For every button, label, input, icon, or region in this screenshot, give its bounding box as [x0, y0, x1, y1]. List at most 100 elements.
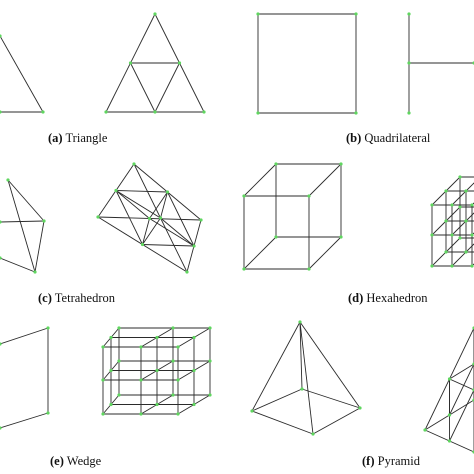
quadrilateral-linear [256, 12, 358, 115]
mesh-node [274, 235, 278, 239]
mesh-edge [0, 257, 36, 273]
mesh-node [450, 233, 454, 237]
mesh-edge [110, 360, 120, 371]
mesh-node [109, 402, 113, 407]
mesh-edge [167, 191, 195, 247]
mesh-edge [177, 337, 195, 348]
mesh-edge [449, 363, 474, 416]
mesh-node [447, 439, 452, 443]
mesh-node [447, 413, 452, 417]
mesh-node [430, 264, 434, 268]
tetrahedron-refined [96, 162, 203, 274]
mesh-edge [7, 179, 36, 273]
mesh-edge [451, 190, 467, 206]
mesh-node [171, 326, 175, 330]
mesh-edge [115, 190, 168, 193]
mesh-node [450, 203, 454, 207]
mesh-edge [251, 410, 314, 435]
mesh-node [423, 428, 427, 432]
mesh-node [176, 378, 180, 382]
mesh-node [101, 345, 105, 349]
mesh-node [153, 110, 157, 114]
mesh-node [464, 189, 468, 193]
mesh-node [114, 188, 118, 193]
caption-name: Hexahedron [366, 291, 428, 305]
mesh-node [132, 162, 136, 166]
mesh-node [0, 256, 2, 260]
mesh-node [155, 402, 159, 407]
mesh-edge [445, 237, 461, 253]
mesh-node [0, 220, 2, 224]
mesh-edge [160, 217, 195, 247]
mesh-node [96, 215, 100, 219]
mesh-node [256, 12, 260, 16]
mesh-node [42, 219, 46, 223]
mesh-node [458, 205, 462, 209]
mesh-node [242, 194, 246, 198]
mesh-node [407, 111, 411, 115]
mesh-node [208, 359, 212, 363]
mesh-node [155, 335, 159, 340]
mesh-edge [299, 321, 314, 435]
mesh-node [171, 393, 175, 397]
mesh-node [274, 162, 278, 166]
mesh-edge [177, 370, 195, 381]
mesh-edge [0, 220, 45, 223]
mesh-edge [308, 163, 342, 197]
mesh-node [202, 110, 206, 114]
mesh-edge [102, 370, 112, 381]
mesh-node [177, 61, 182, 65]
mesh-edge [102, 404, 112, 415]
mesh-node [33, 270, 37, 274]
mesh-node [447, 377, 452, 381]
mesh-node [117, 326, 121, 330]
caption-letter: (f) [362, 454, 375, 468]
caption-letter: (b) [346, 131, 362, 145]
mesh-node [117, 359, 121, 363]
mesh-node [470, 233, 474, 237]
mesh-edge [110, 394, 120, 405]
mesh-node [298, 320, 302, 324]
mesh-edge [251, 388, 303, 412]
mesh-node [444, 189, 448, 193]
caption-wedge: (e) Wedge [50, 455, 101, 468]
mesh-node [358, 406, 362, 410]
mesh-edge [0, 412, 49, 429]
mesh-node [339, 162, 343, 166]
mesh-node [458, 236, 462, 240]
hexahedron-refined [430, 175, 474, 268]
mesh-edge [156, 360, 174, 371]
mesh-node [208, 393, 212, 397]
mesh-edge [451, 251, 467, 267]
mesh-node [171, 359, 175, 363]
mesh-node [256, 111, 260, 115]
mesh-edge [451, 220, 467, 236]
hexahedron-linear [242, 162, 343, 271]
pyramid-linear [250, 320, 362, 436]
caption-letter: (e) [50, 454, 64, 468]
mesh-node [41, 110, 45, 114]
mesh-edge [301, 388, 361, 409]
mesh-edge [110, 327, 120, 338]
mesh-node [176, 345, 180, 349]
mesh-node [430, 203, 434, 207]
mesh-edge [115, 190, 143, 245]
mesh-edge [445, 206, 461, 222]
mesh-node [155, 368, 159, 373]
mesh-node [464, 250, 468, 254]
mesh-edge [243, 163, 277, 197]
mesh-node [176, 412, 180, 416]
mesh-node [470, 203, 474, 207]
mesh-node [0, 110, 2, 114]
mesh-node [311, 432, 315, 436]
mesh-edge [431, 220, 447, 236]
wedge-refined [101, 326, 212, 416]
mesh-node [192, 368, 196, 373]
mesh-edge [156, 327, 174, 338]
caption-pyramid: (f) Pyramid [362, 455, 420, 468]
mesh-node [46, 411, 50, 415]
mesh-edge [142, 244, 195, 247]
mesh-edge [115, 190, 150, 219]
